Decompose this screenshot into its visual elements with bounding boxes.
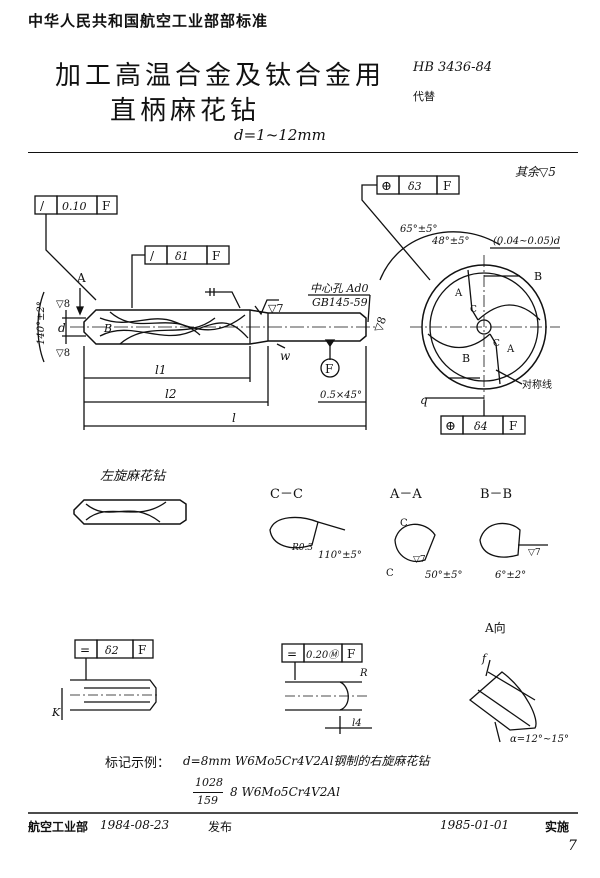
fcf-delta3: ⊕ δ3 F [361, 175, 460, 281]
section-bb-title: B－B [480, 487, 512, 502]
dim-l2: l2 [165, 387, 176, 401]
alpha-value: α=12°~15° [510, 734, 569, 745]
fcf-delta2-symbol: = [80, 643, 90, 657]
end-label-c: C [470, 305, 477, 315]
datum-f-label: F [325, 362, 333, 376]
section-bb-roughness: ▽7 [528, 548, 541, 558]
marking-code: 8 W6Mo5Cr4V2Al [230, 785, 340, 799]
center-hole-note: 中心孔 Ad0 [310, 282, 368, 295]
marking-example-label: 标记示例： [105, 756, 171, 771]
fcf-delta4-value: δ4 [474, 420, 488, 433]
end-label-b: B [534, 270, 542, 283]
runout-value: (0.04~0.05)d [493, 236, 560, 247]
footer-issue-date: 1984-08-23 [100, 818, 170, 832]
title-line-1: 加工高温合金及钛合金用 [55, 61, 386, 91]
roughness-7: ▽7 [268, 302, 283, 315]
substitute-label: 代替 [413, 90, 435, 103]
title-line-2: 直柄麻花钻 [110, 96, 261, 126]
section-aa-c-top: C [400, 518, 408, 529]
footer-impl-label: 实施 [545, 820, 570, 834]
label-l4: l4 [352, 718, 362, 729]
end-label-a: A [454, 288, 463, 299]
view-020: = 0.20Ⓜ F R l4 [281, 643, 372, 734]
left-hand-label: 左旋麻花钻 [100, 469, 167, 484]
fcf-delta3-datum: F [443, 179, 451, 193]
standard-number: HB 3436-84 [413, 60, 493, 75]
fcf-delta2-datum: F [138, 643, 146, 657]
section-aa-c-bottom: C [386, 568, 394, 579]
fcf-020-value: 0.20Ⓜ [306, 649, 340, 661]
end-label-b2: B [462, 352, 470, 365]
section-cc-r: R0.3 [291, 543, 313, 553]
fcf-delta4-symbol: ⊕ [445, 419, 456, 434]
end-label-a2: A [506, 344, 515, 355]
section-aa-title: A－A [389, 487, 422, 502]
label-140: 140°±2° [36, 301, 47, 345]
end-label-q: q [420, 393, 428, 407]
fcf-top-symbol: / [40, 199, 45, 213]
fcf-delta2-value: δ2 [105, 644, 119, 657]
dim-l1: l1 [155, 363, 166, 377]
fraction-top: 1028 [195, 776, 223, 789]
fcf-020-datum: F [347, 647, 355, 661]
section-cc-title: C－C [270, 487, 303, 502]
label-r: R [359, 668, 368, 679]
view-delta2: = δ2 F K [51, 639, 160, 720]
fraction-bottom: 159 [197, 794, 218, 807]
end-view: ⊕ δ3 F 65°±5° 48°±5° (0.04~0.05)d A A B … [361, 175, 560, 435]
section-aa-roughness: ▽7 [413, 555, 426, 565]
fcf-top: / 0.10 F [34, 195, 118, 301]
center-hole-std: GB145-59 [312, 296, 368, 309]
issuing-org: 中华人民共和国航空工业部部标准 [28, 12, 269, 30]
front-view: / 0.10 F / δ1 F B F 中心孔 A [34, 195, 390, 430]
fcf-delta1: / δ1 F [131, 245, 230, 308]
label-w: w [280, 349, 291, 363]
section-bb: B－B 6°±2° ▽7 [479, 487, 548, 581]
fraction-line [193, 792, 223, 793]
left-hand-drill: 左旋麻花钻 [73, 469, 187, 525]
section-cc: C－C R0.3 110°±5° [269, 487, 362, 561]
section-aa-angle: 50°±5° [425, 570, 462, 581]
fcf-delta1-value: δ1 [175, 250, 189, 263]
fcf-top-value: 0.10 [62, 200, 87, 213]
fcf-delta1-symbol: / [150, 249, 155, 263]
marking-example-text: d=8mm W6Mo5Cr4V2Al钢制的右旋麻花钻 [183, 754, 430, 768]
fcf-top-datum: F [102, 199, 110, 213]
label-d: d [58, 321, 66, 335]
roughness-rest: 其余▽5 [515, 165, 556, 179]
svg-text:▽8: ▽8 [56, 348, 70, 359]
label-a-front: A [76, 271, 86, 285]
roughness-8-right: ▽8 [372, 315, 390, 334]
label-k: K [51, 706, 61, 719]
dim-l: l [232, 411, 236, 425]
fcf-020-symbol: = [287, 647, 297, 661]
footer-issue-label: 发布 [208, 820, 233, 834]
roughness-8-top: ▽8 [56, 299, 70, 310]
end-label-c2: C [493, 339, 500, 349]
label-f: f [481, 652, 488, 665]
view-a-direction: A向 f α=12°~15° [468, 620, 569, 745]
svg-text:B: B [103, 322, 112, 335]
fcf-delta4: ⊕ δ4 F [440, 400, 526, 435]
symmetry-line-label: 对称线 [522, 378, 552, 391]
header-rule [28, 152, 578, 153]
footer-issuer: 航空工业部 [28, 820, 89, 834]
angle-48: 48°±5° [431, 236, 469, 247]
section-bb-angle: 6°±2° [495, 570, 526, 581]
chamfer-note: 0.5×45° [320, 390, 362, 401]
page-number: 7 [568, 838, 577, 854]
section-aa: A－A C C 50°±5° ▽7 [386, 487, 462, 581]
fcf-delta4-datum: F [509, 419, 517, 433]
footer-impl-date: 1985-01-01 [440, 818, 510, 832]
diameter-range: d=1~12mm [234, 126, 326, 144]
fcf-delta3-symbol: ⊕ [381, 179, 392, 194]
fcf-delta1-datum: F [212, 249, 220, 263]
angle-65: 65°±5° [400, 224, 437, 235]
section-cc-angle: 110°±5° [318, 550, 362, 561]
a-view-title: A向 [484, 620, 506, 635]
fcf-delta3-value: δ3 [408, 180, 422, 193]
